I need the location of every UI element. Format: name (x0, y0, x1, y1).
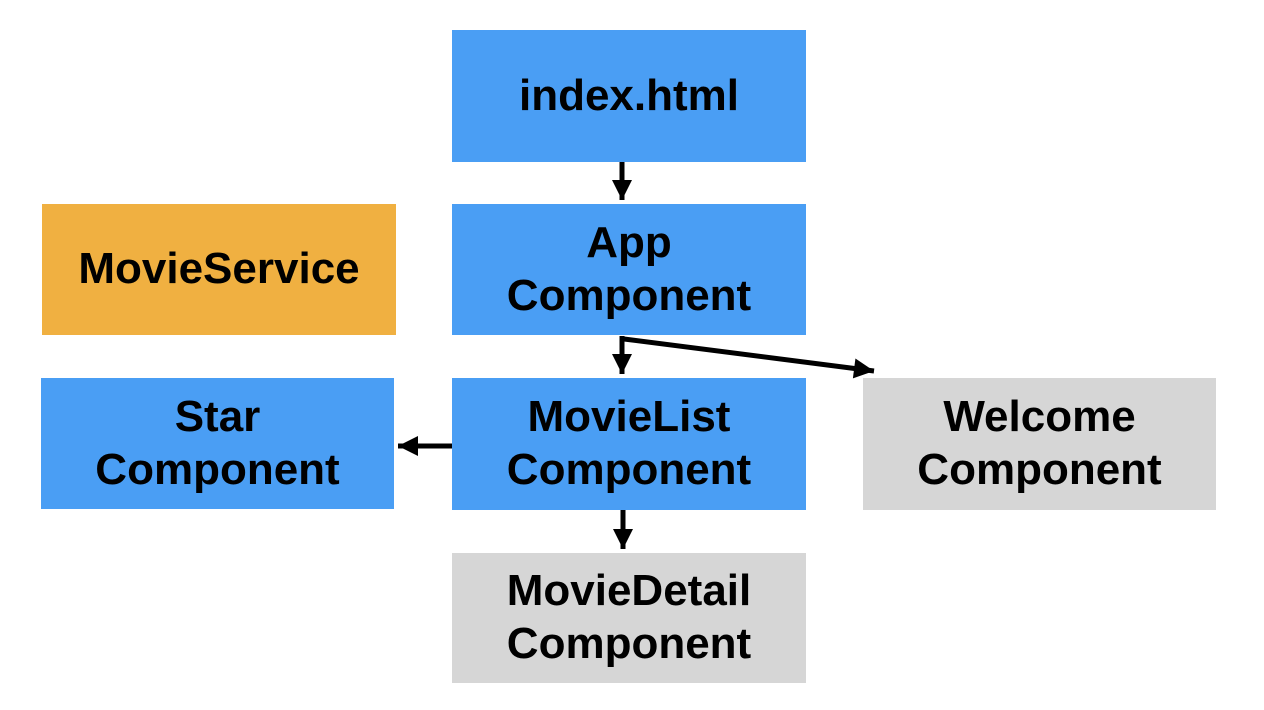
node-label-line: MovieDetail (506, 566, 752, 616)
node-label-line: Component (506, 619, 752, 668)
node-label-line: MovieList (527, 392, 731, 442)
node-label-line: Star (174, 391, 261, 441)
node-welcome-component: Welcome Component (863, 378, 1216, 510)
node-star-component: Star Component (41, 378, 394, 509)
node-app-component: App Component (452, 204, 806, 335)
node-movie-service: MovieService (42, 204, 396, 335)
node-moviedetail-component: MovieDetail Component (452, 553, 806, 683)
node-label-line: Component (917, 445, 1162, 494)
node-label-line: Component (95, 444, 340, 494)
node-label-line: MovieService (78, 244, 360, 294)
node-label-line: index.html (518, 70, 740, 120)
arrow-app-to-welcome (623, 336, 875, 379)
node-label-line: App (586, 217, 672, 267)
node-index-html: index.html (452, 30, 806, 162)
node-label-line: Component (506, 445, 752, 494)
node-label-line: Welcome (943, 392, 1136, 442)
node-label-line: Component (506, 270, 752, 320)
node-movielist-component: MovieList Component (452, 378, 806, 510)
